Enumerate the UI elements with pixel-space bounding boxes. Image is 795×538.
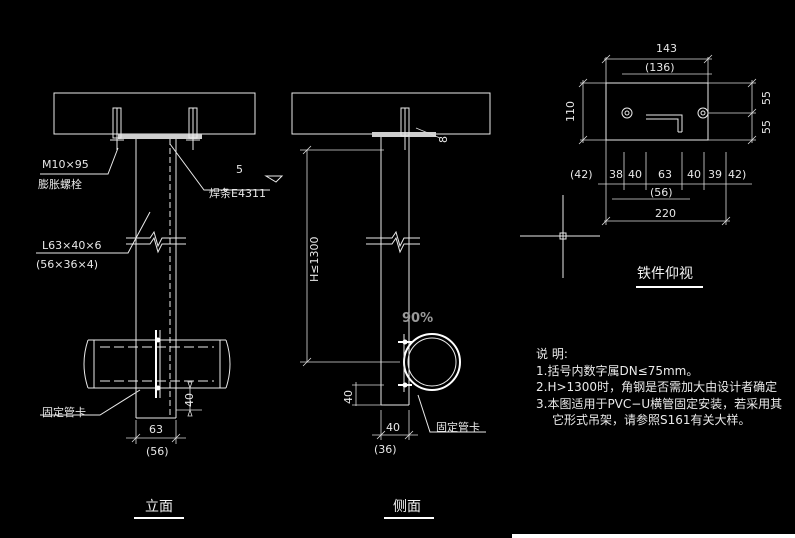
front-view: M10×95 膨胀螺栓 5 焊条E4311 L63×40×6 (56×36×4)… [36, 92, 284, 519]
plate-dim-143: 143 [656, 42, 677, 55]
front-pipe [83, 330, 231, 398]
front-dim-56: (56) [146, 445, 169, 458]
notes-heading: 说 明: [536, 347, 568, 361]
front-break-line [126, 230, 186, 254]
front-clamp-label: 固定管卡 [42, 405, 86, 419]
plate-dim-55-bottom: 55 [760, 120, 773, 134]
side-angle-steel [380, 137, 410, 406]
plate-dim-40-a: 40 [628, 168, 642, 181]
plate-dim-136: (136) [645, 61, 675, 74]
side-dim-40: 40 [386, 421, 400, 434]
front-base-plate [118, 134, 202, 139]
plate-dim-39: 39 [708, 168, 722, 181]
angle-label: L63×40×6 [42, 239, 102, 252]
side-dim-36: (36) [374, 443, 397, 456]
front-slab [53, 92, 256, 135]
side-view: 8 H≤1300 90% 40 40 (36) 固定管卡 侧面 [291, 92, 491, 519]
plate-dim-55-top: 55 [760, 91, 773, 105]
corner-bar [512, 534, 795, 538]
height-label: H≤1300 [308, 237, 321, 282]
angle-label-alt: (56×36×4) [36, 258, 98, 271]
plate-view-title: 铁件仰视 [637, 266, 693, 282]
plate-dim-42-left: (42) [570, 168, 593, 181]
side-pipe [398, 333, 461, 392]
side-break-line [366, 230, 420, 254]
plate-outline [605, 82, 709, 141]
side-clamp-leader [417, 394, 486, 433]
plate-dim-56: (56) [650, 186, 673, 199]
plate-dim-42-right: 42) [728, 168, 746, 181]
side-bolt [400, 107, 410, 150]
front-dimensions [126, 381, 202, 444]
front-leaders [36, 143, 284, 416]
front-dim-40: 40 [183, 393, 196, 407]
bolt-size-label: M10×95 [42, 158, 89, 171]
side-slab [291, 92, 491, 135]
plate-centerline [520, 195, 600, 278]
front-view-title: 立面 [145, 499, 173, 515]
front-angle-steel [135, 139, 177, 419]
weld-rod-label: 焊条E4311 [209, 186, 266, 200]
plate-dim-110: 110 [564, 101, 577, 122]
plate-view: 143 (136) 110 55 55 (42) 38 40 63 40 39 … [520, 42, 773, 288]
plate-holes [621, 107, 709, 133]
note-line-2: 2.H>1300时，角钢是否需加大由设计者确定 [536, 380, 778, 394]
note-line-4: 它形式吊架，请参照S161有关大样。 [552, 413, 751, 427]
side-view-title: 侧面 [393, 499, 421, 515]
plate-dim-63: 63 [658, 168, 672, 181]
bolt-name-label: 膨胀螺栓 [38, 177, 82, 191]
side-dim-40-vertical: 40 [342, 390, 355, 404]
side-clamp-label: 固定管卡 [436, 420, 480, 434]
note-line-3: 3.本图适用于PVC−U横管固定安装，若采用其 [536, 396, 783, 411]
note-line-1: 1.括号内数字属DN≤75mm。 [536, 363, 699, 378]
plate-dimensions [578, 54, 757, 226]
percent-label: 90% [402, 311, 433, 326]
weld-size-label: 5 [236, 163, 243, 176]
notes-block: 说 明: 1.括号内数字属DN≤75mm。 2.H>1300时，角钢是否需加大由… [536, 346, 782, 429]
plate-dim-220: 220 [655, 207, 676, 220]
side-dimensions [300, 127, 441, 440]
front-bolts [110, 107, 200, 150]
side-dim-8: 8 [437, 136, 450, 143]
plate-dim-40-b: 40 [687, 168, 701, 181]
plate-dim-38: 38 [609, 168, 623, 181]
front-dim-63: 63 [149, 423, 163, 436]
side-base-plate [372, 132, 436, 137]
